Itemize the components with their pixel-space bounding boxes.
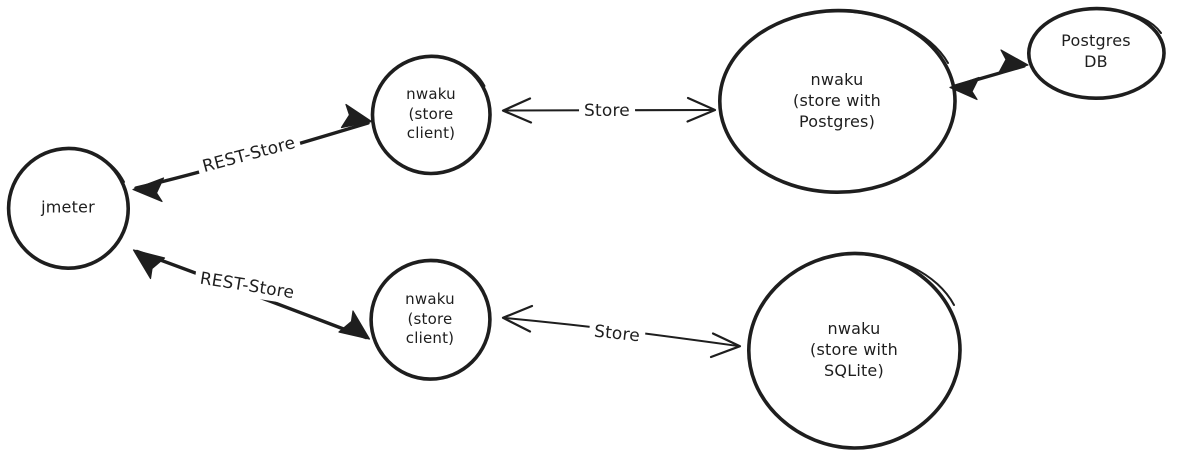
- node-nwaku-store-sqlite[interactable]: [746, 251, 962, 450]
- node-nwaku-store-postgres[interactable]: [717, 8, 957, 195]
- node-postgres-db[interactable]: [1026, 6, 1166, 101]
- node-nwaku-store-client-top[interactable]: [370, 54, 492, 176]
- edge-store-top[interactable]: [501, 96, 717, 124]
- node-jmeter[interactable]: [6, 146, 131, 271]
- edge-rest-store-top[interactable]: [132, 103, 373, 203]
- edge-postgres-db[interactable]: [949, 49, 1029, 101]
- edge-store-bottom[interactable]: [501, 304, 742, 359]
- edge-rest-store-bottom[interactable]: [132, 249, 371, 340]
- node-nwaku-store-client-bottom[interactable]: [369, 258, 492, 381]
